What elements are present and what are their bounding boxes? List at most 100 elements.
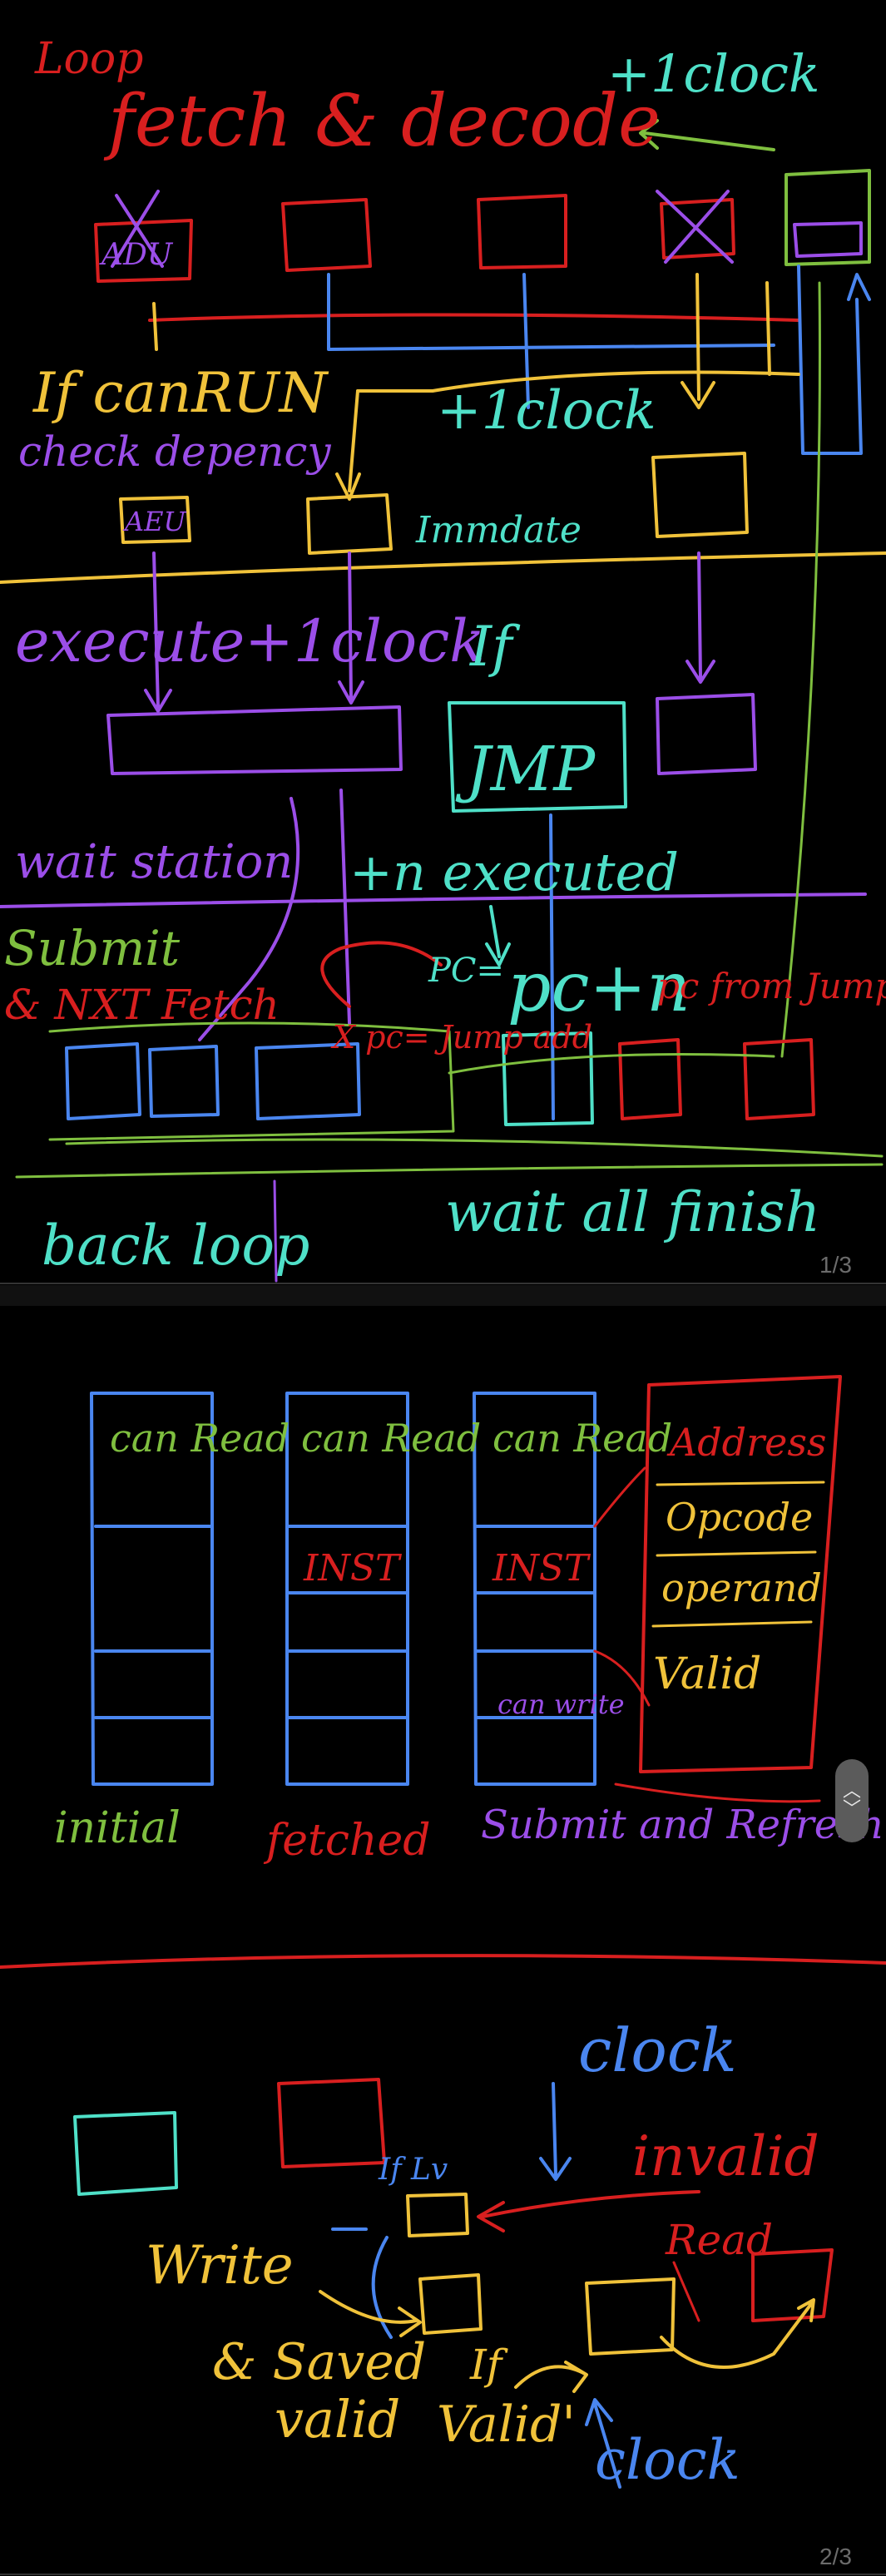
divider-red-2 <box>0 1954 886 1969</box>
state-col-2 <box>285 1392 409 1786</box>
fetch-box-4-cross <box>656 190 734 264</box>
purple-flow <box>198 789 351 1041</box>
fetch-box-5 <box>785 169 871 266</box>
valid-quote-label: Valid' <box>437 2396 576 2454</box>
col1-top: can Read <box>110 1416 290 1461</box>
cyan-box <box>73 2111 178 2196</box>
caption-submit: Submit and Refresh <box>481 1802 884 1848</box>
col3-bottom: can write <box>497 1688 625 1720</box>
jump-label: JMP <box>455 734 596 805</box>
loop-label: Loop <box>34 34 143 84</box>
jump-box <box>448 701 627 813</box>
whiteboard-page-1: Loop +1clock fetch & decode ADU If canRU… <box>0 0 886 1285</box>
if-label: If <box>469 615 521 679</box>
blue-up-arrow <box>847 273 871 301</box>
submit-box-2 <box>148 1045 220 1118</box>
if-can-run: If canRUN <box>32 361 329 425</box>
page-number-1: 1/3 <box>819 1252 852 1278</box>
if-small-label: If <box>469 2341 508 2389</box>
red-box-top <box>277 2078 386 2168</box>
state-col-3 <box>473 1392 596 1786</box>
purple-arrow-2 <box>338 551 364 705</box>
col2-mid: INST <box>303 1547 403 1590</box>
exec-box-left <box>106 705 403 775</box>
submit-box-red-1 <box>618 1038 682 1120</box>
divider-red <box>148 313 800 322</box>
cyan-arrow <box>485 905 511 967</box>
fetch-decode-title: fetch & decode <box>103 80 661 163</box>
pc-from-jump-label: pc from Jump <box>657 966 886 1006</box>
valid-box <box>585 2277 676 2356</box>
record-operand: operand <box>661 1565 822 1610</box>
green-vertical <box>780 281 821 1058</box>
page-number-2: 2/3 <box>819 2544 852 2569</box>
green-submit-outline <box>48 1021 455 1141</box>
col3-top: can Read <box>492 1416 672 1461</box>
yellow-arrow-down <box>335 389 361 501</box>
col3-mid: INST <box>492 1547 591 1590</box>
blue-write-bracket <box>331 2227 393 2339</box>
caption-initial: initial <box>54 1803 181 1853</box>
record-pointer-2 <box>593 1649 651 1707</box>
chevron-up-icon[interactable]: ︿ <box>842 1781 861 1802</box>
page-scroll-control[interactable]: ︿ ﹀ <box>835 1759 869 1842</box>
if-lv-label: If Lv <box>378 2153 448 2187</box>
write-box <box>418 2273 483 2335</box>
yellow-stem-right <box>681 273 715 409</box>
immediate-label: Immdate <box>415 509 582 551</box>
clock-bottom-label: clock <box>595 2428 740 2492</box>
red-loop <box>320 941 443 1008</box>
valid-word-label: valid <box>275 2389 400 2450</box>
x-pc-jump-addr: X pc= Jump add <box>330 1019 592 1056</box>
yellow-stem-1 <box>152 302 158 351</box>
state-col-1 <box>90 1392 214 1786</box>
back-loop-label: back loop <box>42 1214 309 1278</box>
check-dependency: check depency <box>18 428 331 476</box>
fetch-box-alu <box>94 219 193 283</box>
clock-arrow <box>639 119 775 151</box>
record-opcode: Opcode <box>666 1495 813 1540</box>
immediate-box <box>306 493 393 555</box>
blue-clock-arrow-2 <box>585 2398 621 2489</box>
alu-small-box <box>119 496 191 544</box>
fetch-box-2 <box>281 198 372 272</box>
right-check-box <box>651 452 749 538</box>
purple-arrow-1 <box>144 551 172 713</box>
read-bracket <box>672 2261 700 2322</box>
invalid-label: invalid <box>632 2124 819 2188</box>
divider-green <box>65 1138 884 1158</box>
record-address: Address <box>666 1420 827 1465</box>
yellow-bracket <box>356 370 800 393</box>
chevron-down-icon[interactable]: ﹀ <box>842 1799 861 1820</box>
divider-green-2 <box>15 1163 884 1179</box>
write-arrow <box>319 2290 422 2337</box>
record-valid: Valid <box>653 1649 761 1699</box>
wait-all-finish: wait all finish <box>445 1180 820 1244</box>
purple-arrow-3 <box>686 551 715 684</box>
whiteboard-page-2: can Read can Read INST can Read INST can… <box>0 1306 886 2576</box>
read-box <box>751 2248 834 2322</box>
n-executed: +n executed <box>349 842 679 902</box>
pc-plus-n-label: pc+n <box>507 948 690 1027</box>
page-gap <box>0 1285 886 1306</box>
plus-clock-top: +1clock <box>607 43 820 104</box>
nxt-fetch-label: & NXT Fetch <box>4 981 280 1029</box>
valid-arrow <box>514 2361 588 2393</box>
loop-arrow-right <box>660 2298 815 2369</box>
record-box <box>639 1375 842 1773</box>
green-pc-link <box>448 1053 775 1075</box>
submit-box-3 <box>255 1042 361 1120</box>
sketch-canvas-2: can Read can Read INST can Read INST can… <box>0 1375 886 2575</box>
execute-label: execute+1clock <box>15 607 485 675</box>
invalid-arrow <box>477 2190 700 2232</box>
record-underline <box>614 1782 821 1803</box>
clock-top-label: clock <box>578 2015 737 2085</box>
fetch-box-5-inner <box>793 221 863 258</box>
record-pointer-1 <box>593 1466 646 1528</box>
divider-yellow <box>0 551 886 584</box>
submit-box-red-2 <box>743 1038 815 1120</box>
submit-label: Submit <box>4 920 181 977</box>
col2-top: can Read <box>301 1416 481 1461</box>
blue-vertical-pc <box>549 813 555 1120</box>
alu-small-label: AEU <box>122 506 186 537</box>
